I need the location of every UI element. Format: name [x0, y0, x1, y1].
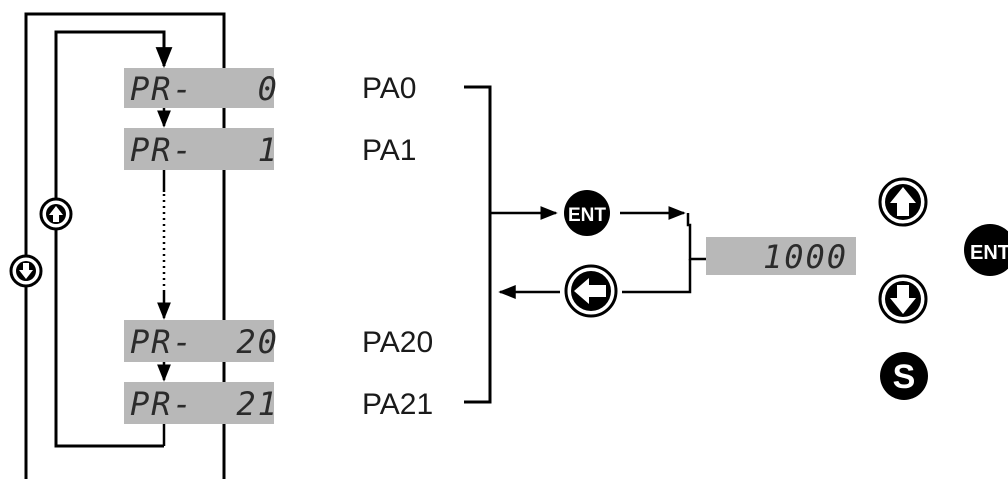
parameter-display-20-text: PR- 20	[130, 323, 279, 361]
parameter-display-21-text: PR- 21	[130, 385, 279, 423]
parameter-label-pa20: PA20	[362, 326, 433, 359]
parameter-display-0-text: PR- 0	[130, 70, 279, 108]
save-button-label: S	[893, 358, 916, 396]
down-arrow-button-icon[interactable]	[9, 254, 43, 288]
up-arrow-key-icon[interactable]	[878, 177, 928, 227]
enter-button-label: ENT	[568, 205, 606, 226]
parameter-label-pa1: PA1	[362, 134, 416, 167]
enter-key-label: ENT	[970, 242, 1008, 264]
parameter-label-pa21: PA21	[362, 388, 433, 421]
down-arrow-key-icon[interactable]	[878, 274, 928, 324]
parameter-display-20: PR- 20	[124, 320, 279, 362]
left-arrow-button-icon[interactable]	[564, 264, 618, 318]
parameter-display-1: PR- 1	[124, 128, 279, 170]
enter-key-icon[interactable]: ENT	[964, 224, 1008, 276]
parameter-display-1-text: PR- 1	[130, 131, 279, 169]
save-button-icon[interactable]: S	[880, 352, 928, 400]
parameter-display-21: PR- 21	[124, 382, 279, 424]
outer-loop-lines	[24, 12, 226, 479]
parameter-display-0: PR- 0	[124, 68, 279, 108]
display-connectors	[157, 108, 226, 446]
inner-loop-lines	[54, 30, 226, 448]
dotted-continuation	[162, 194, 226, 288]
enter-button-icon[interactable]: ENT	[564, 190, 610, 236]
parameter-label-pa0: PA0	[362, 72, 416, 105]
value-display-text: 1000	[763, 238, 848, 276]
parameter-group-bracket	[464, 85, 492, 404]
value-display: 1000	[706, 237, 856, 276]
enter-flow	[490, 206, 706, 299]
up-arrow-button-icon[interactable]	[39, 197, 73, 231]
